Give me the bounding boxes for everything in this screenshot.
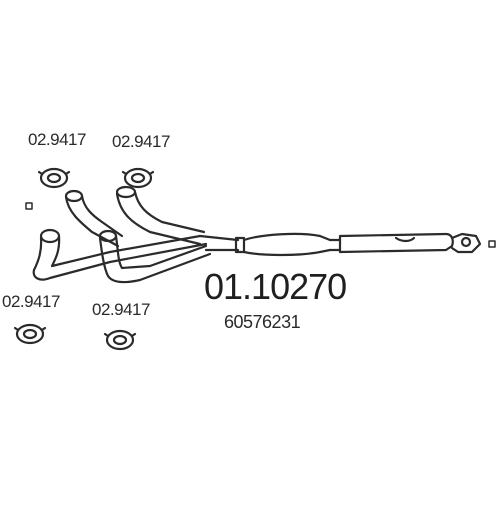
marker-left bbox=[25, 202, 33, 210]
gasket-top-left bbox=[37, 167, 71, 189]
header-pipe-4 bbox=[98, 229, 212, 284]
header-pipe-3 bbox=[32, 228, 208, 281]
main-pipe bbox=[198, 232, 482, 257]
gasket-label-top-right: 02.9417 bbox=[112, 132, 170, 151]
gasket-label-top-left: 02.9417 bbox=[28, 130, 86, 149]
header-pipe-2 bbox=[115, 185, 206, 246]
gasket-bottom-left bbox=[13, 323, 47, 345]
marker-right bbox=[488, 240, 496, 248]
gasket-bottom-right bbox=[103, 329, 137, 351]
header-pipe-1 bbox=[64, 189, 124, 248]
part-number: 01.10270 bbox=[204, 266, 347, 307]
gasket-label-bottom-left: 02.9417 bbox=[2, 292, 60, 311]
gasket-top-right bbox=[121, 167, 155, 189]
gasket-label-bottom-right: 02.9417 bbox=[92, 300, 150, 319]
oem-number: 60576231 bbox=[224, 312, 301, 332]
